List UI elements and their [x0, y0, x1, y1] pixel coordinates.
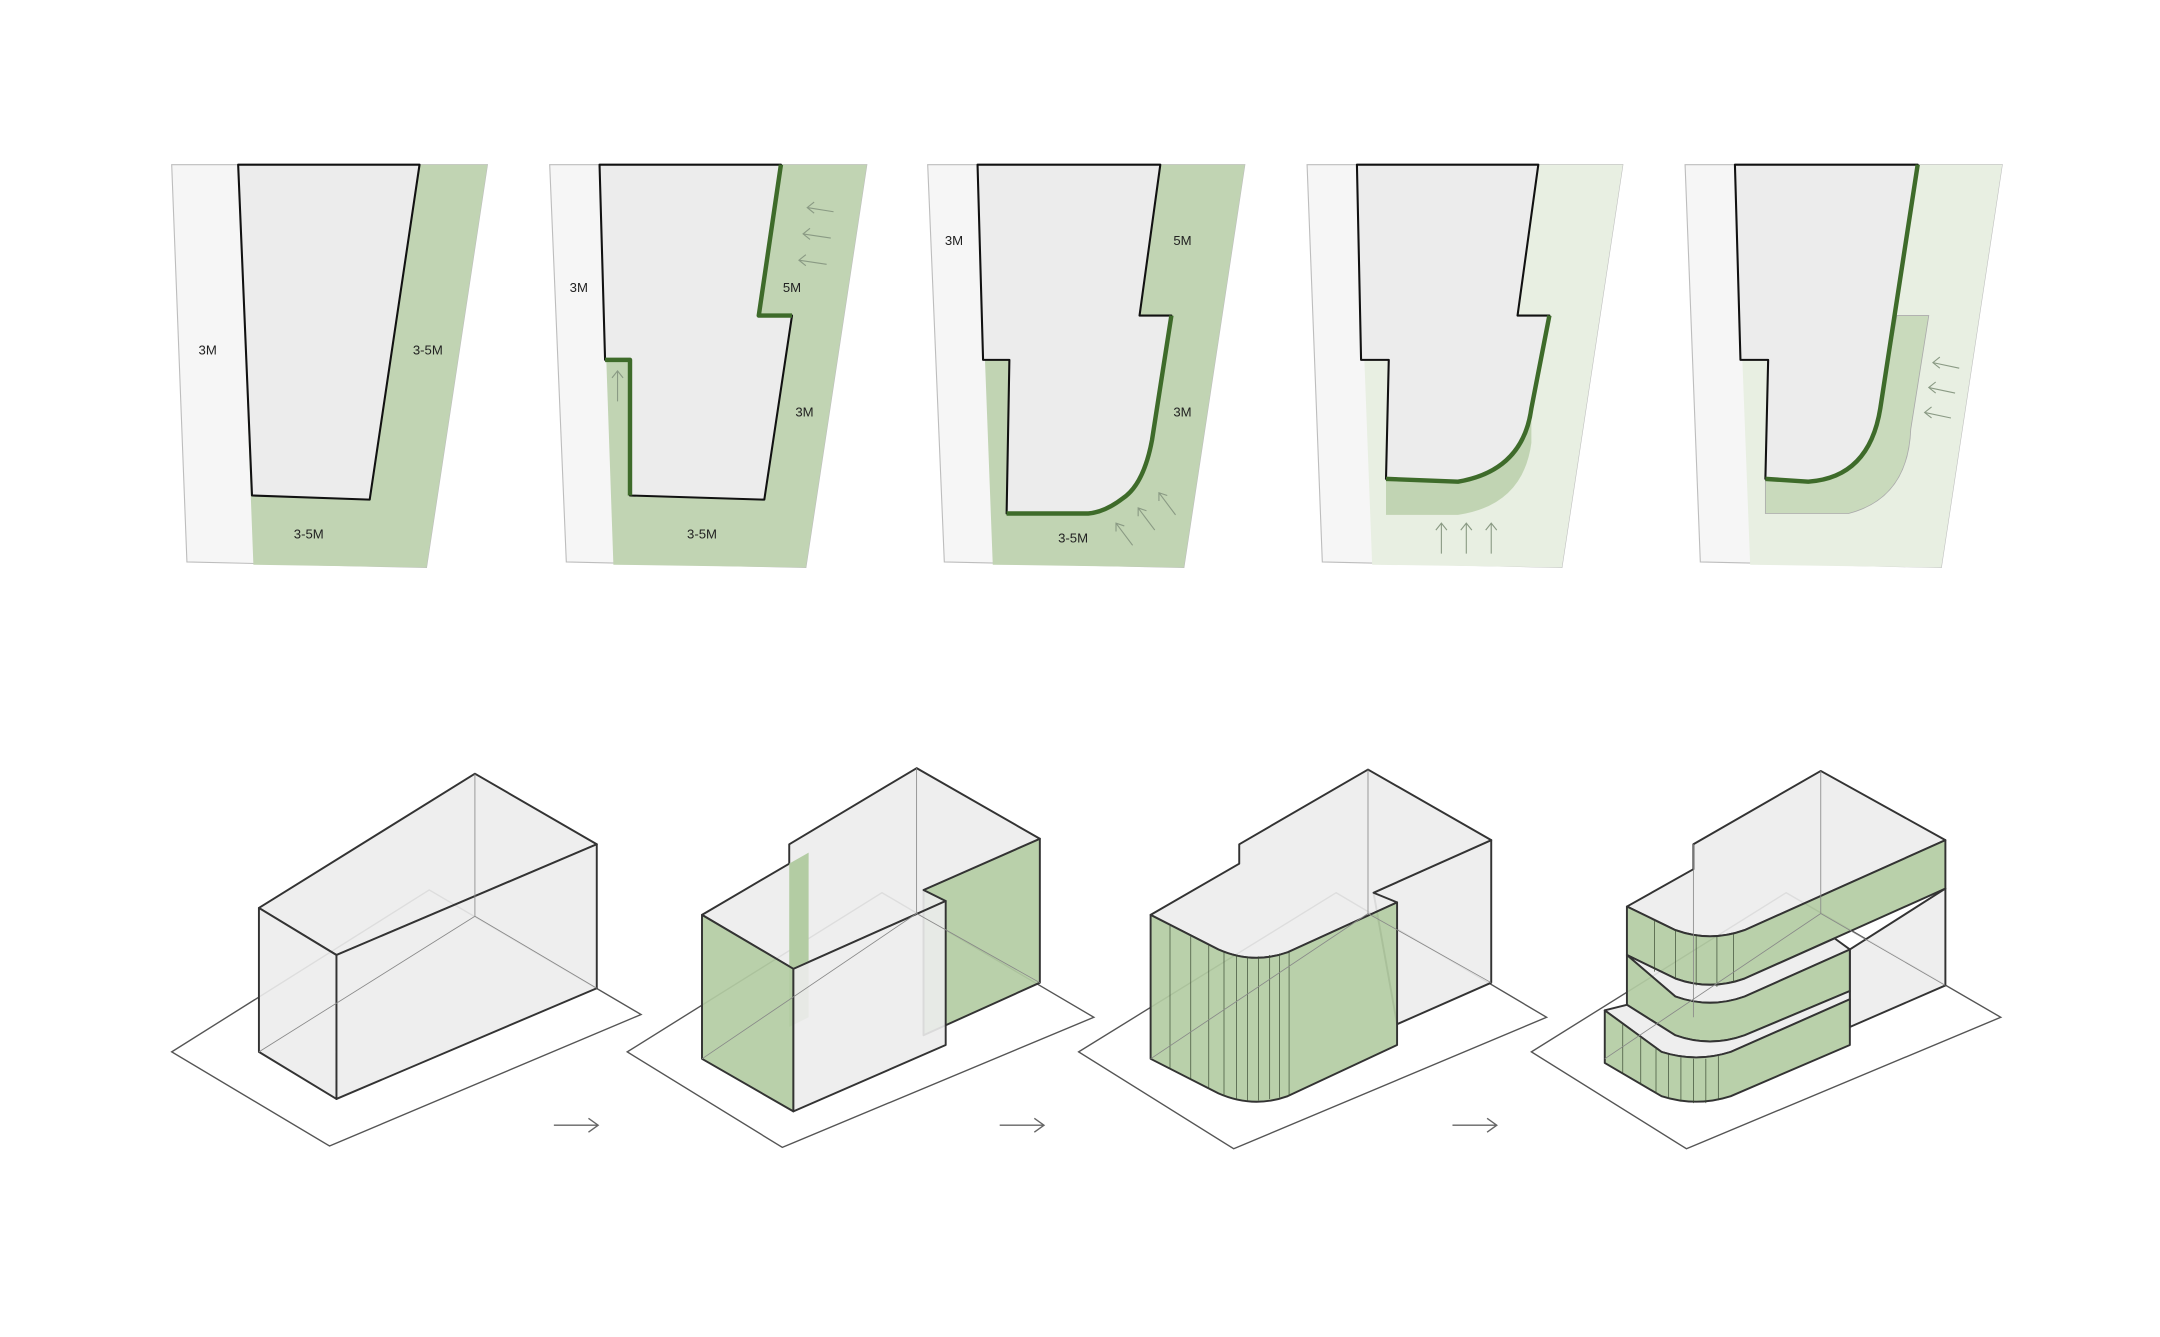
arrow-right-icon	[1452, 1117, 1498, 1133]
shifted-footprint-shadow	[1386, 408, 1532, 515]
green-curved-wall	[1149, 901, 1399, 1103]
axonometric-step-2	[625, 767, 1096, 1149]
setback-label-bottom: 3-5M	[687, 526, 717, 541]
arrow-icon	[1435, 522, 1498, 554]
setback-label-left: 3M	[199, 342, 217, 357]
hidden-edges	[1604, 770, 1946, 1060]
axonometric-step-4	[1530, 769, 2003, 1150]
plan-1: 3M 3-5M 3-5M	[171, 163, 489, 569]
adjusted-edge	[1006, 315, 1174, 516]
adjusted-edge	[756, 164, 792, 318]
building-footprint	[976, 163, 1173, 515]
plan-3: 3M 5M 3M 3-5M	[927, 163, 1246, 569]
arrow-icon	[1923, 356, 1960, 419]
arrow-icon	[1115, 491, 1176, 546]
axonometric-step-3	[1077, 768, 1549, 1150]
setback-label-right-upper: 5M	[1173, 233, 1191, 248]
setback-label-left: 3M	[570, 280, 588, 295]
plan-5	[1684, 163, 2003, 569]
plan-2: 3M 5M 3M 3-5M	[549, 163, 868, 569]
setback-label-bottom: 3-5M	[294, 526, 324, 541]
setback-label-bottom: 3-5M	[1058, 531, 1088, 546]
front-face	[792, 900, 947, 1113]
green-balcony-band	[1603, 998, 1851, 1103]
setback-label-right-lower: 3M	[795, 405, 813, 420]
hidden-edges	[1150, 769, 1492, 1060]
arrow-icon	[611, 201, 834, 402]
adjusted-edge	[605, 357, 633, 496]
arrow-right-icon	[553, 1117, 600, 1133]
axonometric-step-1	[170, 772, 643, 1147]
setback-label-left: 3M	[945, 233, 963, 248]
hidden-edges	[258, 773, 597, 1053]
facade-fins	[1169, 925, 1290, 1101]
arrow-right-icon	[999, 1117, 1046, 1133]
facade-fins	[1622, 920, 1734, 1104]
adjusted-edge	[1385, 315, 1552, 484]
setback-label-right-upper: 5M	[783, 280, 801, 295]
setback-label-right-lower: 3M	[1173, 405, 1191, 420]
hidden-edges	[701, 768, 1041, 1060]
building-footprint	[237, 163, 421, 501]
plan-4	[1306, 163, 1624, 569]
setback-label-right: 3-5M	[413, 342, 443, 357]
adjusted-edge	[1765, 164, 1920, 484]
